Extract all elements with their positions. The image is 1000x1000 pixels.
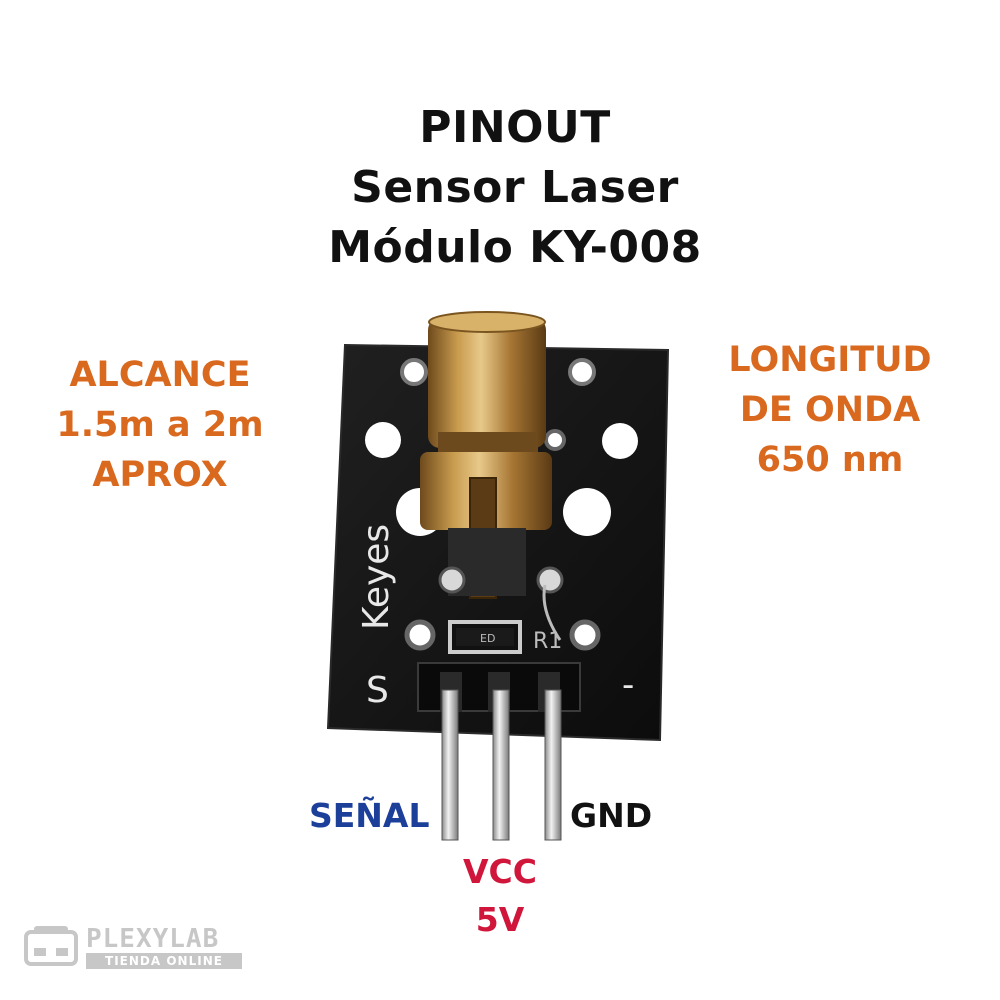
- vcc-line-1: VCC: [463, 852, 537, 891]
- vcc-pin: [492, 689, 510, 841]
- logo-tagline: TIENDA ONLINE: [86, 953, 242, 969]
- title-line-1: PINOUT: [419, 102, 611, 153]
- wavelength-line-3: 650 nm: [756, 440, 904, 480]
- wavelength-line-2: DE ONDA: [739, 390, 921, 430]
- diagram-title: PINOUT Sensor Laser Módulo KY-008: [0, 98, 1000, 278]
- range-callout: ALCANCE 1.5m a 2m APROX: [40, 350, 280, 500]
- hole-right-large: [563, 488, 611, 536]
- logo-name: PLEXYLAB: [86, 924, 220, 954]
- wavelength-callout: LONGITUD DE ONDA 650 nm: [710, 335, 950, 485]
- laser-lens-barrel: [428, 318, 546, 448]
- title-line-2: Sensor Laser: [351, 162, 679, 213]
- via-right-upper: [544, 429, 566, 451]
- via-right-bottom: [569, 619, 601, 651]
- component-label: ED: [480, 632, 495, 645]
- brand-silkscreen: Keyes: [356, 524, 397, 630]
- signal-pin: [441, 689, 459, 841]
- via-left-bottom: [404, 619, 436, 651]
- hole-top-left-small: [400, 358, 428, 386]
- laser-diode: [420, 311, 552, 599]
- plexylab-logo-icon: [24, 926, 78, 966]
- resistor-label: R1: [533, 629, 562, 654]
- hole-right-mid-small: [602, 423, 638, 459]
- range-line-1: ALCANCE: [69, 355, 251, 395]
- signal-pin-label: SEÑAL: [309, 796, 430, 835]
- signal-pin-mark: S: [366, 670, 389, 711]
- vcc-pin-label: VCC 5V: [440, 848, 560, 944]
- ground-pin: [544, 689, 562, 841]
- ground-pin-mark: -: [622, 665, 634, 705]
- diode-solder-pads: [438, 566, 564, 641]
- hole-top-right-small: [568, 358, 596, 386]
- plexylab-watermark: PLEXYLAB TIENDA ONLINE: [24, 922, 264, 972]
- range-line-2: 1.5m a 2m: [56, 405, 264, 445]
- hole-left-mid-small: [365, 422, 401, 458]
- smd-resistor: ED: [448, 620, 522, 654]
- range-line-3: APROX: [92, 455, 228, 495]
- ground-pin-label: GND: [570, 796, 653, 835]
- header-pins: [441, 689, 562, 841]
- vcc-line-2: 5V: [475, 900, 525, 939]
- title-line-3: Módulo KY-008: [328, 222, 702, 273]
- wavelength-line-1: LONGITUD: [728, 340, 932, 380]
